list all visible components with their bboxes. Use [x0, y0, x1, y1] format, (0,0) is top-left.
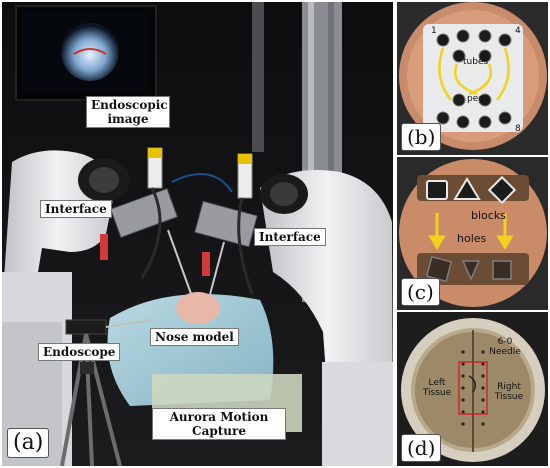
- panel-d-photo: 6-0 Needle Left Tissue Right Tissue (d): [397, 312, 548, 466]
- label-endoscopic-image: Endoscopic image: [86, 96, 170, 128]
- panel-tag-d: (d): [401, 434, 442, 462]
- panel-a-photo: Endoscopic image Interface Interface Nos…: [2, 2, 393, 466]
- panel-tag-b: (b): [401, 123, 442, 151]
- label-holes: holes: [457, 232, 487, 245]
- panel-c-photo: blocks holes (c): [397, 157, 548, 310]
- panel-b-photo: tubes pegs 1 4 5 8 (b): [397, 2, 548, 155]
- peg-number-1: 1: [431, 26, 437, 36]
- peg-number-8: 8: [515, 124, 521, 134]
- panel-tag-c: (c): [401, 278, 440, 306]
- label-needle: 6-0 Needle: [489, 337, 521, 357]
- panel-tag-a: (a): [7, 428, 50, 458]
- label-blocks: blocks: [471, 209, 506, 222]
- peg-board-photo: [397, 2, 548, 155]
- suturing-pad-photo: [397, 312, 548, 466]
- label-interface-right: Interface: [254, 228, 326, 246]
- label-endoscope: Endoscope: [38, 343, 121, 361]
- label-nose-model: Nose model: [150, 328, 239, 346]
- label-tubes: tubes: [463, 57, 489, 67]
- peg-number-4: 4: [515, 26, 521, 36]
- label-interface-left: Interface: [40, 200, 112, 218]
- label-left-tissue: Left Tissue: [422, 378, 452, 398]
- label-right-tissue: Right Tissue: [494, 382, 524, 402]
- label-pegs: pegs: [467, 94, 489, 104]
- robot-setup-photo: [2, 2, 393, 466]
- label-aurora-motion-capture: Aurora Motion Capture: [152, 408, 286, 440]
